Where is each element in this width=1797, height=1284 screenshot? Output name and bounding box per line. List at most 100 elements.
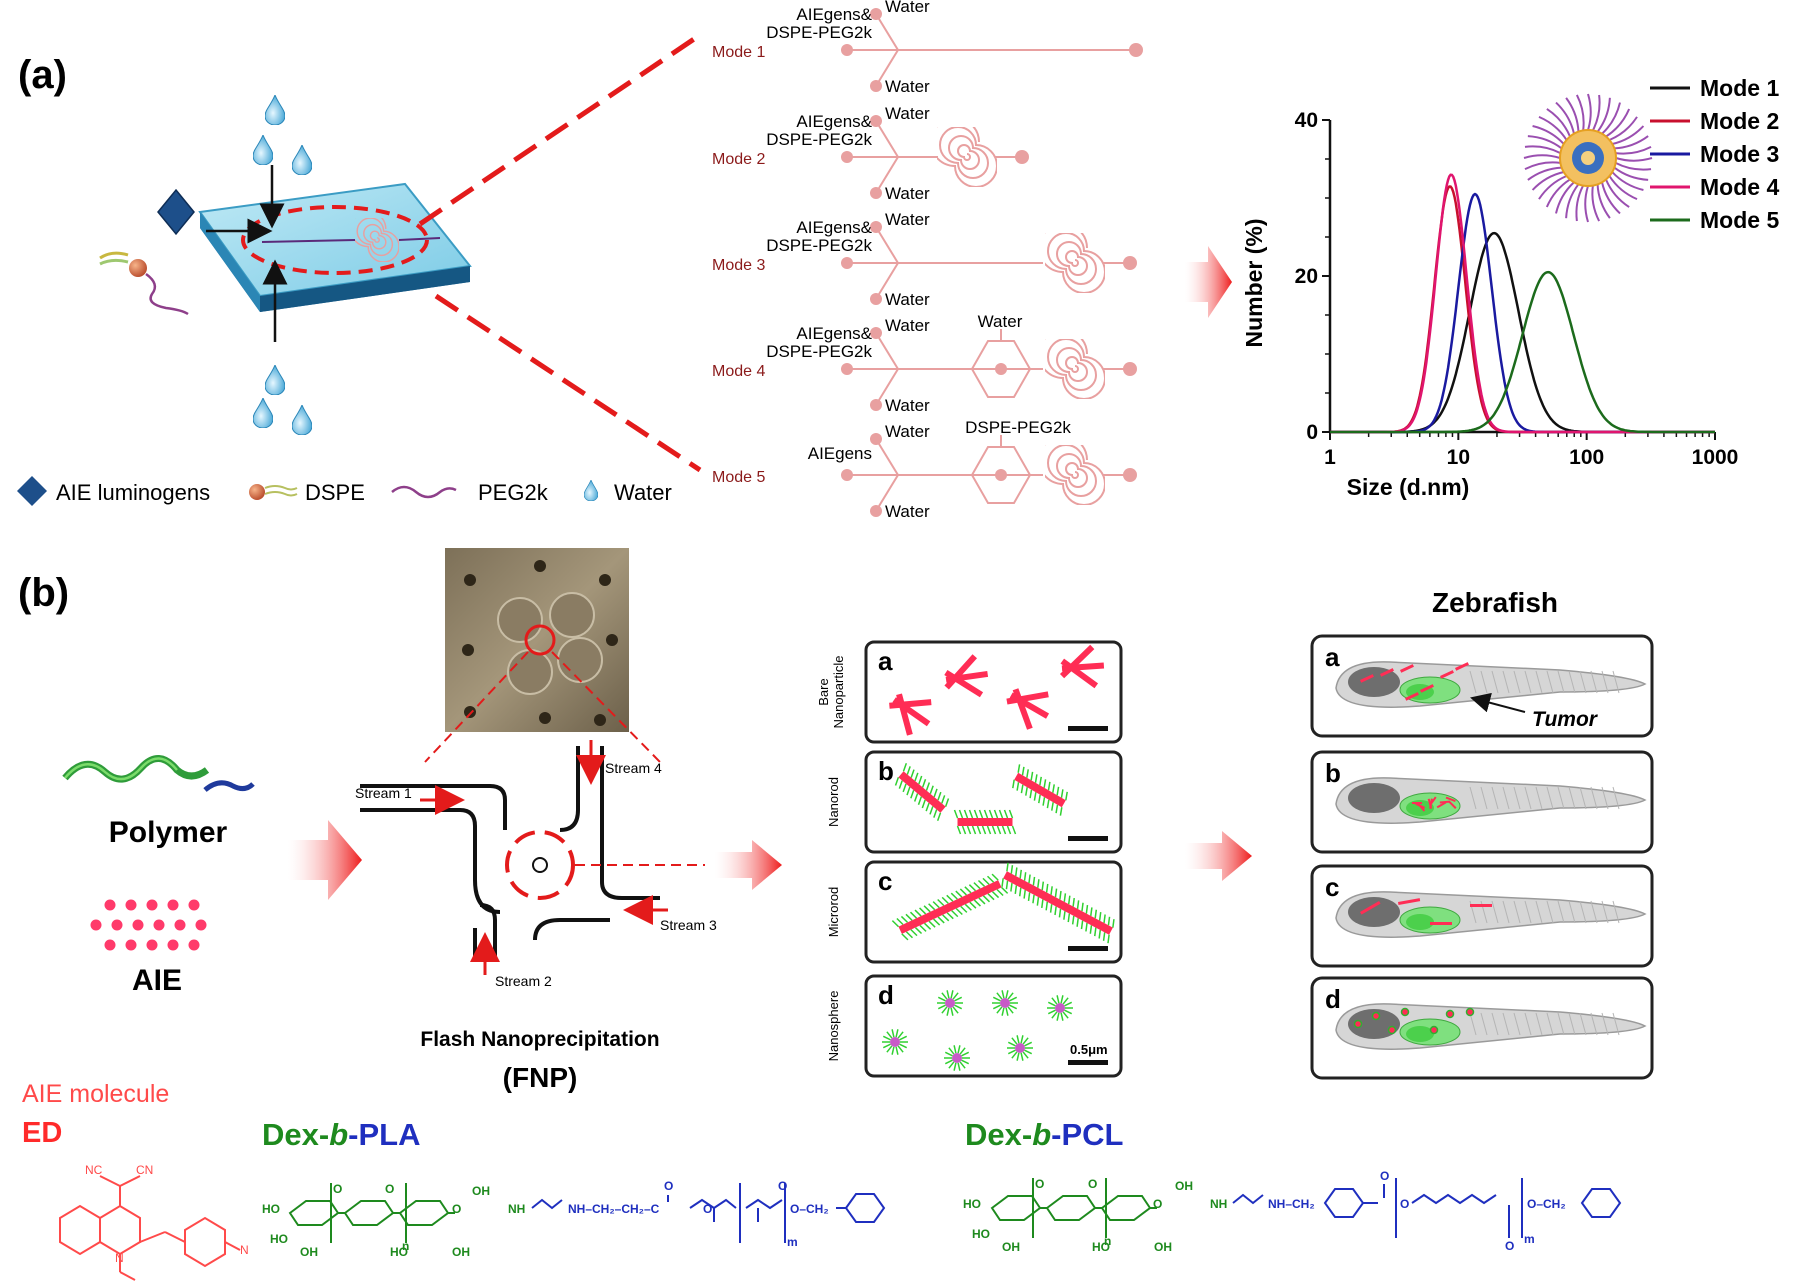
atom-label: O xyxy=(778,1179,787,1193)
nanosphere xyxy=(992,990,1018,1016)
stream-1-label: Stream 1 xyxy=(355,785,412,801)
fnp-abbrev: (FNP) xyxy=(503,1062,578,1093)
water-drop-icon xyxy=(253,398,273,428)
polymer-icon xyxy=(62,755,255,792)
atom-label: OH xyxy=(1002,1240,1020,1254)
atom-label: O–CH₂ xyxy=(1527,1197,1566,1211)
legend-aie-icon xyxy=(17,476,47,506)
atom-label: O xyxy=(1088,1177,1097,1191)
legend-aie-label: AIE luminogens xyxy=(56,480,210,505)
arrow-to-zebrafish xyxy=(1185,831,1252,881)
mode-5-water-top: Water xyxy=(885,422,930,441)
atom-label: n xyxy=(1104,1234,1111,1248)
chart-legend-label: Mode 1 xyxy=(1700,75,1779,101)
mode-4-extra-label: Water xyxy=(978,312,1023,331)
zebrafish-letter: c xyxy=(1325,872,1339,902)
nanorod xyxy=(953,809,1017,835)
spiral-mixer-icon xyxy=(1045,445,1105,505)
atom-label: O xyxy=(1505,1239,1514,1253)
aie-dots-icon xyxy=(90,899,207,951)
microrod xyxy=(891,873,1009,941)
morphology-letter: a xyxy=(878,646,893,676)
mode-1-water-top: Water xyxy=(885,0,930,16)
mode-3-water-top: Water xyxy=(885,210,930,229)
morphology-letter: c xyxy=(878,866,892,896)
zoom-line-bottom xyxy=(434,293,702,473)
mode-5-inlet-label: AIEgens xyxy=(808,444,872,463)
atom-label: O xyxy=(333,1182,342,1196)
atom-label: O xyxy=(1153,1197,1162,1211)
chip-highlight-ellipse xyxy=(241,205,429,275)
atom-label: O xyxy=(1400,1197,1409,1211)
atom-label: OH xyxy=(452,1245,470,1259)
morphology-side-label: Nanorod xyxy=(826,777,841,827)
mode-4-inlet-label: AIEgens&DSPE-PEG2k xyxy=(766,324,872,361)
stream-4-label: Stream 4 xyxy=(605,760,662,776)
photo-zoom-line xyxy=(551,651,661,763)
fnp-mixer-schematic xyxy=(360,746,660,960)
panel-a-label: (a) xyxy=(18,53,67,97)
zebrafish-letter: d xyxy=(1325,984,1341,1014)
atom-label: NH–CH₂ xyxy=(1268,1197,1315,1211)
chart-series-2-line xyxy=(1330,185,1715,434)
morphology-side-label: BareNanoparticle xyxy=(816,656,846,729)
vortex-icon xyxy=(505,830,575,900)
mode-4-water-top: Water xyxy=(885,316,930,335)
morphology-panel-a: a BareNanoparticle xyxy=(816,640,1123,744)
bare-nanorod xyxy=(944,669,984,698)
atom-label: O xyxy=(1380,1169,1389,1183)
arrow-to-morphologies xyxy=(715,840,782,890)
arrow-to-chart xyxy=(1185,246,1232,318)
atom-label: O–CH₂ xyxy=(790,1202,829,1216)
water-drop-icon xyxy=(292,145,312,175)
morphology-letter: b xyxy=(878,756,894,786)
atom-label: m xyxy=(1524,1232,1535,1246)
ed-atom-n2: N xyxy=(240,1243,249,1257)
stream-2-label: Stream 2 xyxy=(495,973,552,989)
atom-label: OH xyxy=(300,1245,318,1259)
zebrafish-panel-b: b xyxy=(1310,750,1654,854)
water-drop-icon xyxy=(265,95,285,125)
mode-3-label: Mode 3 xyxy=(712,257,765,274)
mode-4-label: Mode 4 xyxy=(712,363,765,380)
dex-b-pcl-title: Dex-b-PCL xyxy=(965,1117,1123,1152)
zebrafish-title: Zebrafish xyxy=(1432,587,1558,618)
arrow-to-fnp xyxy=(288,820,362,900)
water-drop-icon xyxy=(265,365,285,395)
morphology-side-label: Nanosphere xyxy=(826,991,841,1062)
mode-3-water-bottom: Water xyxy=(885,290,930,309)
morphology-letter: d xyxy=(878,980,894,1010)
nanosphere xyxy=(944,1045,970,1071)
water-drop-icon xyxy=(253,135,273,165)
water-drop-icon xyxy=(292,405,312,435)
dspe-peg-molecule-icon xyxy=(99,251,189,316)
dex-b-pla-title: Dex-b-PLA xyxy=(262,1117,420,1152)
zoom-line-top xyxy=(418,32,702,227)
spiral-mixer-icon xyxy=(1045,233,1105,293)
atom-label: O xyxy=(1035,1177,1044,1191)
ed-atom-cn: CN xyxy=(136,1163,153,1177)
atom-label: OH xyxy=(1175,1179,1193,1193)
chart-y-tick-label: 40 xyxy=(1295,109,1318,132)
legend-water-icon xyxy=(584,480,598,501)
chart-x-tick-label: 10 xyxy=(1447,446,1470,469)
legend-dspe-label: DSPE xyxy=(305,480,365,505)
mode-1-water-bottom: Water xyxy=(885,77,930,96)
scale-bar-label: 0.5μm xyxy=(1070,1042,1108,1057)
legend-water-label: Water xyxy=(614,480,672,505)
atom-label: HO xyxy=(1092,1240,1110,1254)
zebrafish-letter: a xyxy=(1325,642,1340,672)
ed-atom-n1: N xyxy=(115,1251,124,1265)
morphology-side-label: Microrod xyxy=(826,887,841,938)
nanorod xyxy=(894,762,950,822)
chart-y-tick-label: 20 xyxy=(1295,265,1318,288)
